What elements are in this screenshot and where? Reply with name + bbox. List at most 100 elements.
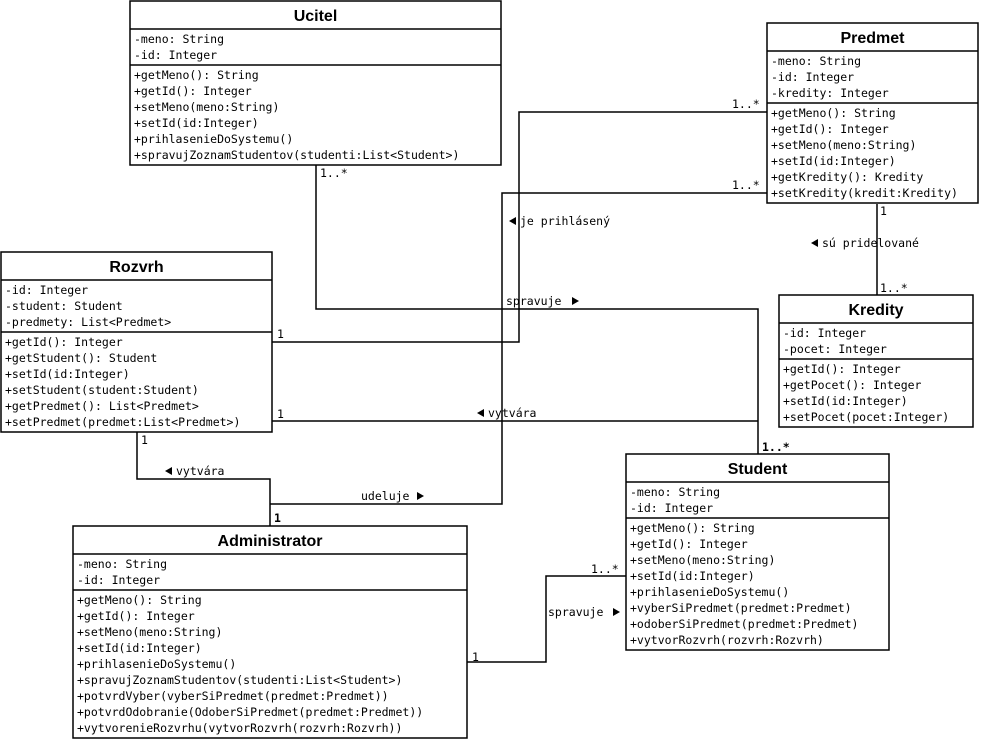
multiplicity: 1..*	[732, 178, 760, 192]
class-method: +getMeno(): String	[134, 68, 259, 82]
class-method: +prihlasenieDoSystemu()	[134, 132, 293, 146]
arrow-left-icon	[165, 467, 172, 475]
class-method: +setMeno(meno:String)	[77, 625, 222, 639]
label-vytvara-student: vytvára	[477, 406, 536, 420]
class-attribute: -pocet: Integer	[783, 342, 887, 356]
class-method: +getId(): Integer	[5, 335, 123, 349]
class-rozvrh: Rozvrh -id: Integer -student: Student -pred…	[0, 251, 273, 433]
class-attribute: -meno: String	[771, 54, 861, 68]
class-method: +vytvorRozvrh(rozvrh:Rozvrh)	[630, 633, 824, 647]
arrow-left-icon	[509, 217, 516, 225]
class-method: +potvrdVyber(vyberSiPredmet(predmet:Pred…	[77, 689, 389, 703]
label-vytvara-admin: vytvára	[165, 464, 224, 478]
class-method: +getId(): Integer	[771, 122, 889, 136]
class-method: +vytvorenieRozvrhu(vytvorRozvrh(rozvrh:R…	[77, 721, 402, 735]
class-method: +spravujZoznamStudentov(studenti:List<St…	[77, 673, 402, 687]
label-text: vytvára	[488, 406, 536, 420]
class-method: +getStudent(): Student	[5, 351, 157, 365]
label-je-prihlaseny: je prihlásený	[509, 214, 610, 228]
class-method: +setId(id:Integer)	[783, 394, 908, 408]
class-method: +getPredmet(): List<Predmet>	[5, 399, 199, 413]
class-box	[766, 22, 979, 204]
label-text: udeluje	[361, 489, 410, 503]
class-box	[625, 453, 890, 651]
multiplicity: 1	[141, 433, 148, 447]
link-rozvrh-predmet-top	[272, 111, 767, 343]
class-method: +setId(id:Integer)	[771, 154, 896, 168]
class-method: +setMeno(meno:String)	[630, 553, 775, 567]
multiplicity: 1	[472, 650, 479, 664]
class-predmet: Predmet -meno: String -id: Integer -kredity…	[766, 22, 979, 204]
multiplicity: 1..*	[732, 97, 760, 111]
label-text: sú pridelované	[822, 236, 919, 250]
multiplicity: 1..*	[320, 166, 348, 180]
class-attribute: -kredity: Integer	[771, 86, 889, 100]
multiplicity: 1..*	[762, 440, 790, 454]
class-attribute: -predmety: List<Predmet>	[5, 315, 171, 329]
multiplicity: 1	[880, 204, 887, 218]
arrow-right-icon	[417, 492, 424, 500]
label-su-pridelovane: sú pridelované	[811, 236, 919, 250]
class-method: +spravujZoznamStudentov(studenti:List<St…	[134, 148, 459, 162]
class-name: Administrator	[218, 533, 323, 550]
class-attribute: -meno: String	[134, 32, 224, 46]
label-text: spravuje	[506, 294, 561, 308]
label-spravuje-admin: spravuje	[548, 605, 620, 619]
label-spravuje-ucitel: spravuje	[506, 294, 579, 308]
class-method: +prihlasenieDoSystemu()	[77, 657, 236, 671]
class-method: +getId(): Integer	[630, 537, 748, 551]
label-text: vytvára	[176, 464, 224, 478]
class-method: +setId(id:Integer)	[630, 569, 755, 583]
arrow-left-icon	[811, 239, 818, 247]
class-method: +setId(id:Integer)	[77, 641, 202, 655]
class-method: +setId(id:Integer)	[134, 116, 259, 130]
arrow-right-icon	[613, 608, 620, 616]
arrow-right-icon	[572, 297, 579, 305]
class-attribute: -id: Integer	[5, 283, 88, 297]
class-name: Rozvrh	[109, 259, 163, 276]
class-method: +getId(): Integer	[783, 362, 901, 376]
class-attribute: -id: Integer	[771, 70, 854, 84]
label-text: spravuje	[548, 605, 603, 619]
class-administrator: Administrator -meno: String -id: Integer +g…	[72, 525, 468, 739]
multiplicity: 1	[274, 511, 281, 525]
class-method: +setPocet(pocet:Integer)	[783, 410, 949, 424]
class-name: Ucitel	[294, 8, 338, 25]
class-attribute: -student: Student	[5, 299, 123, 313]
class-method: +odoberSiPredmet(predmet:Predmet)	[630, 617, 858, 631]
class-method: +setStudent(student:Student)	[5, 383, 199, 397]
class-method: +getId(): Integer	[134, 84, 252, 98]
class-student: Student-meno: String-id: Integer+getMeno…	[625, 453, 890, 651]
multiplicity: 1..*	[880, 281, 908, 295]
class-name: Predmet	[840, 30, 905, 47]
link-admin-predmet	[270, 192, 767, 505]
multiplicity: 1	[277, 327, 284, 341]
class-attribute: -id: Integer	[783, 326, 866, 340]
class-attribute: -meno: String	[630, 485, 720, 499]
class-method: +prihlasenieDoSystemu()	[630, 585, 789, 599]
link-admin-student	[467, 575, 626, 663]
class-method: +setMeno(meno:String)	[771, 138, 916, 152]
class-method: +getMeno(): String	[630, 521, 755, 535]
class-attribute: -id: Integer	[77, 573, 160, 587]
label-text: je prihlásený	[520, 214, 610, 228]
multiplicities: 1..* 1..* 1..* 1 1..* 1 1 1 1..* 1 1..* …	[141, 97, 908, 664]
class-method: +setKredity(kredit:Kredity)	[771, 186, 958, 200]
class-method: +setMeno(meno:String)	[134, 100, 279, 114]
class-box	[0, 251, 273, 433]
multiplicity: 1..*	[591, 562, 619, 576]
class-attribute: -meno: String	[77, 557, 167, 571]
connectors	[136, 111, 878, 663]
class-method: +getPocet(): Integer	[783, 378, 922, 392]
label-udeluje: udeluje	[361, 489, 424, 503]
class-name: Student	[728, 461, 788, 478]
class-method: +vyberSiPredmet(predmet:Predmet)	[630, 601, 852, 615]
link-ucitel-student	[315, 165, 759, 455]
relation-labels: je prihlásený sú pridelované spravuje vy…	[165, 214, 919, 619]
link-rozvrh-admin	[136, 432, 271, 527]
class-ucitel: Ucitel-meno: String-id: Integer+getMeno(…	[129, 0, 502, 166]
class-method: +getId(): Integer	[77, 609, 195, 623]
class-method: +getKredity(): Kredity	[771, 170, 923, 184]
